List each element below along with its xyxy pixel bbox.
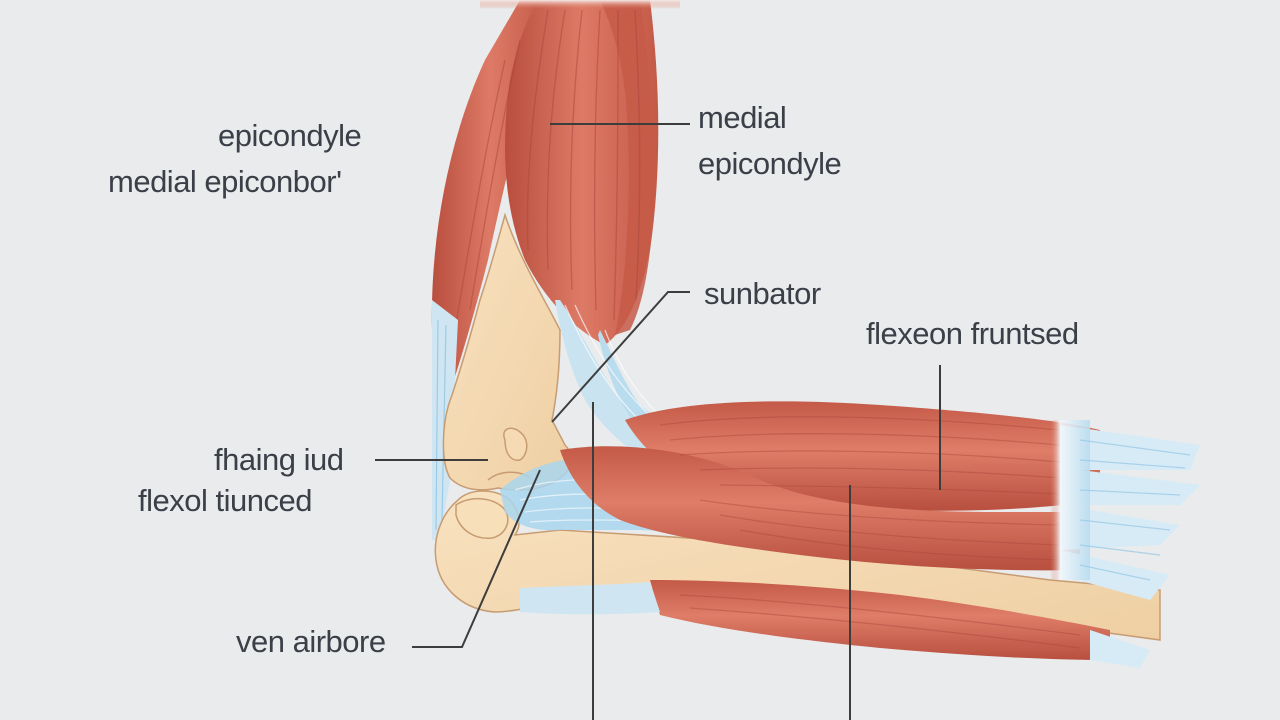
leader-lines (375, 123, 941, 720)
forearm-lower-muscle (650, 580, 1110, 660)
forearm-middle-muscle (560, 446, 1080, 571)
upper-arm-fibers (454, 9, 641, 331)
label-fhaing-iud: fhaing iud (214, 442, 344, 477)
label-medial-right-line1: medial (698, 100, 787, 135)
upper-arm-right-muscle (600, 0, 653, 335)
label-medial-epiconbor: medial epiconbor' (108, 164, 342, 199)
upper-arm-main-muscle (505, 0, 659, 345)
medial-epicondyle-bump (503, 427, 528, 461)
label-ven-airbore: ven airbore (236, 624, 386, 659)
label-medial-right-line2: epicondyle (698, 146, 842, 181)
label-flexol-tiunced: flexol tiunced (138, 483, 312, 518)
leader-sunbator (551, 291, 690, 423)
label-flexeon-fruntsed: flexeon fruntsed (866, 316, 1079, 351)
lateral-tendon-fibers (435, 319, 447, 531)
label-epicondyle-left: epicondyle (218, 118, 362, 153)
label-sunbator: sunbator (704, 276, 821, 311)
forearm-fibers (659, 416, 1081, 649)
leader-ven-airbore (412, 469, 541, 648)
humerus-bone (442, 212, 572, 491)
forearm-distal-tendons (1060, 425, 1200, 600)
